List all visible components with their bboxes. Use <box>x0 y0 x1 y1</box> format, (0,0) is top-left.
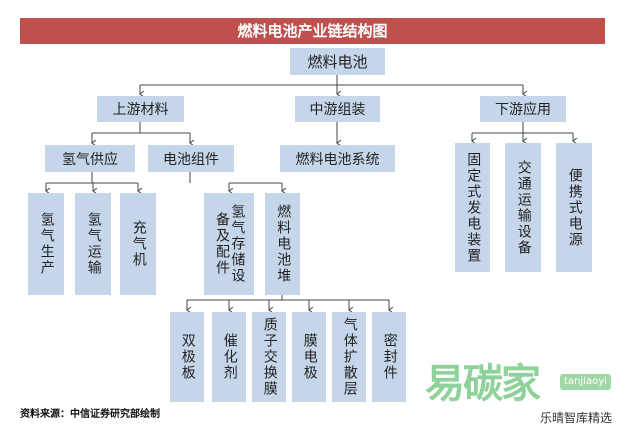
label: 密封件 <box>381 333 398 381</box>
label: 氢气运输 <box>85 212 102 276</box>
label: 燃料电池堆 <box>275 204 292 284</box>
label: 催化剂 <box>221 333 238 381</box>
node-catalyst: 催化剂 <box>212 312 246 402</box>
label: 双极板 <box>179 333 196 381</box>
label: 氢气生产 <box>38 212 55 276</box>
label: 交通运输设备 <box>515 159 532 256</box>
label: 固定式发电装置 <box>465 151 482 264</box>
node-fuel-cell: 燃料电池 <box>290 48 385 75</box>
node-refueling: 充气机 <box>120 193 156 295</box>
node-upstream: 上游材料 <box>97 96 184 122</box>
label: 气体扩散层 <box>341 317 358 397</box>
label: 便携式电源 <box>566 167 583 248</box>
watermark-caption: 乐晴智库精选 <box>540 411 613 425</box>
diagram-title: 燃料电池产业链结构图 <box>20 18 605 44</box>
label: 质子交换膜 <box>261 317 278 397</box>
node-gdl: 气体扩散层 <box>332 312 366 402</box>
watermark-logo: 易碳家 <box>425 361 541 407</box>
node-midstream: 中游组装 <box>295 96 380 122</box>
node-fuel-cell-system: 燃料电池系统 <box>280 145 395 172</box>
node-seal: 密封件 <box>372 312 406 402</box>
node-hydrogen-storage: 氢气存储设备及配件 <box>204 193 254 295</box>
label: 充气机 <box>130 220 147 268</box>
node-stationary-power: 固定式发电装置 <box>455 143 490 272</box>
watermark-tag: tanjiaoyi <box>560 374 611 390</box>
node-mea: 膜电极 <box>292 312 326 402</box>
node-portable-power: 便携式电源 <box>556 143 592 272</box>
node-bipolar-plate: 双极板 <box>170 312 204 402</box>
node-downstream: 下游应用 <box>480 96 566 122</box>
node-pem: 质子交换膜 <box>252 312 286 402</box>
node-stack: 燃料电池堆 <box>265 193 300 295</box>
node-hydrogen-transport: 氢气运输 <box>75 193 111 295</box>
node-transport-equipment: 交通运输设备 <box>505 143 541 272</box>
source-note: 资料来源：中信证券研究部绘制 <box>20 409 160 420</box>
node-hydrogen-production: 氢气生产 <box>28 193 64 295</box>
node-cell-components: 电池组件 <box>148 145 234 172</box>
label: 膜电极 <box>301 333 318 381</box>
label: 氢气存储设备及配件 <box>214 204 246 284</box>
node-hydrogen-supply: 氢气供应 <box>45 145 135 172</box>
